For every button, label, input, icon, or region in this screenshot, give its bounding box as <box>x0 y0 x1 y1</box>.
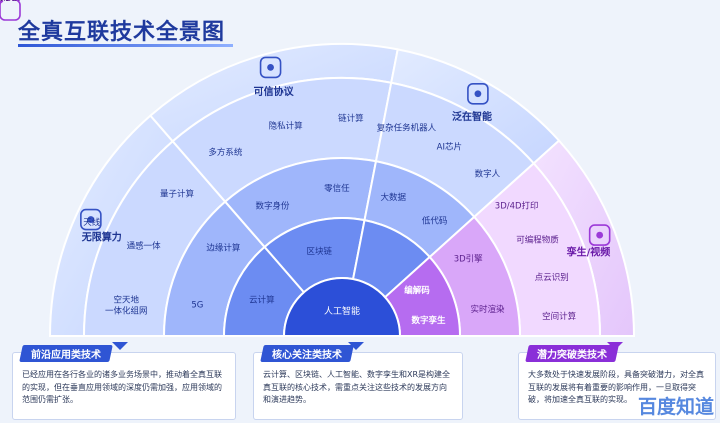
baidu-zhidao-watermark: 百度知道 <box>637 396 714 418</box>
title-underline <box>18 44 233 47</box>
sector-2-ring-2-item-0: 大数据 <box>380 192 406 203</box>
sector-2-ring-1-item-0: 复杂任务机器人 <box>377 123 437 134</box>
sector-4-ring-2-item-1: 触觉反馈 <box>0 0 17 3</box>
sector-0-name: 无限算力 <box>81 231 122 244</box>
interaction-icon-glyph <box>0 0 4 4</box>
network-hub-icon <box>80 208 102 231</box>
sector-0-ring-2-item-0: 5G <box>191 301 203 311</box>
sector-4-ring-3-item-0: 物联网 <box>0 0 13 3</box>
sector-0-ring-1-item-0: 一体化组网 <box>105 306 148 317</box>
sector-3-ring-1-item-3: 空间计算 <box>542 311 577 322</box>
cube-icon-glyph <box>596 231 604 239</box>
frontier-tech-tag: 前沿应用类技术 <box>19 345 113 362</box>
sector-4-name: 远程交互 <box>0 0 20 3</box>
sector-4-ring-2-item-2: 融合感知 <box>0 0 17 3</box>
core-tech-tag: 核心关注类技术 <box>260 345 354 362</box>
sector-4-ring-3-item-0: RTC <box>0 0 9 3</box>
sector-3-ring-2-item-0: 3D引擎 <box>454 254 483 265</box>
brain-head-icon-glyph <box>474 90 482 98</box>
sector-4-ring-1-item-1: 折叠光路 <box>0 0 17 3</box>
sector-0-ring-3-item-0: 云计算 <box>249 295 275 306</box>
sector-3-ring-1-item-1: 可编程物质 <box>516 235 559 246</box>
sector-4-ring-2-item-0: XR <box>0 0 6 3</box>
sector-1-ring-3-item-0: 区块链 <box>306 246 332 257</box>
core-tech-description: 云计算、区块链、人工智能、数字孪生和XR是构建全真互联的核心技术，需重点关注这些… <box>263 370 451 404</box>
sector-2-name: 泛在智能 <box>452 110 492 123</box>
core-tech-box: 核心关注类技术 云计算、区块链、人工智能、数字孪生和XR是构建全真互联的核心技术… <box>253 345 463 420</box>
checklist-icon <box>259 56 282 79</box>
sector-3-ring-3-item-0: 编解码 <box>404 285 430 296</box>
center-core <box>282 277 402 337</box>
sector-3-ring-2-item-1: 实时渲染 <box>471 304 506 315</box>
sector-3-ring-1-item-0: 3D/4D打印 <box>495 201 539 212</box>
connector-arrow-0 <box>112 342 128 350</box>
sector-0-ring-0-item-0: 天线 <box>83 217 101 228</box>
page-title: 全真互联技术全景图 <box>18 20 226 45</box>
sector-4-ring-1-item-2: 脑机接口 <box>0 0 17 3</box>
sector-3-ring-3-item-1: 数字孪生 <box>412 315 447 326</box>
sector-1-ring-1-item-1: 隐私计算 <box>269 120 304 131</box>
sector-1-ring-2-item-0: 数字身份 <box>256 200 291 211</box>
sector-4-ring-1-item-0: 全息投影 <box>0 0 17 3</box>
sector-1-ring-1-item-0: 多方系统 <box>208 147 243 158</box>
sector-2-ring-1-item-2: 数字人 <box>475 169 501 180</box>
sector-0-ring-1-item-1: 通感一体 <box>127 241 162 252</box>
sector-1-ring-1-item-2: 链计算 <box>338 113 364 124</box>
sector-3-ring-1-item-2: 点云识别 <box>535 273 569 283</box>
potential-tech-box: 潜力突破类技术 大多数处于快速发展阶段，具备突破潜力，对全真互联的发展将有着重要… <box>518 345 716 420</box>
interaction-icon <box>0 0 21 21</box>
potential-tech-tag: 潜力突破类技术 <box>525 345 619 362</box>
sector-1-ring-2-item-1: 零信任 <box>324 183 350 194</box>
brain-head-icon <box>467 82 489 105</box>
center-label: 人工智能 <box>324 305 360 317</box>
sector-1-name: 可信协议 <box>254 85 295 98</box>
sector-2-ring-1-item-1: AI芯片 <box>437 141 462 152</box>
frontier-tech-box: 前沿应用类技术 已经应用在各行各业的诸多业务场景中，推动着全真互联的实现，但在垂… <box>12 345 236 420</box>
cube-icon <box>588 224 611 246</box>
sector-0-ring-1-item-2: 量子计算 <box>160 188 195 199</box>
sector-0-ring-1-item-0: 空天地 <box>113 295 139 306</box>
sector-3-name: 孪生/视频 <box>567 245 611 258</box>
potential-tech-description: 大多数处于快速发展阶段，具备突破潜力，对全真互联的发展将有着重要的影响作用，一旦… <box>528 370 704 404</box>
connector-arrow-1 <box>348 342 364 350</box>
sector-2-ring-2-item-1: 低代码 <box>422 216 448 227</box>
sector-0-ring-2-item-1: 边缘计算 <box>206 242 241 253</box>
checklist-icon-glyph <box>267 64 274 71</box>
sector-4-ring-2-item-2: 多模态 <box>0 0 13 3</box>
frontier-tech-description: 已经应用在各行各业的诸多业务场景中，推动着全真互联的实现，但在垂直应用领域的深度… <box>22 370 222 404</box>
network-hub-icon-glyph <box>87 216 95 223</box>
